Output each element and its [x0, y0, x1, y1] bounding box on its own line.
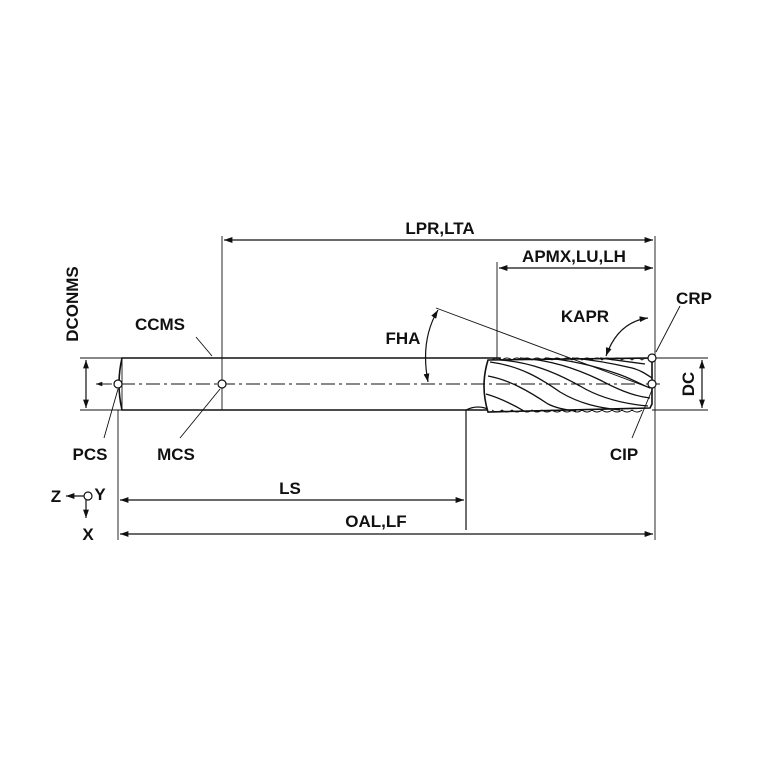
kapr-label: KAPR: [561, 307, 609, 326]
dimension-labels: LPR,LTA APMX,LU,LH DCONMS CCMS FHA KAPR …: [51, 219, 712, 544]
crp-point: [647, 353, 657, 363]
cip-point: [647, 379, 657, 389]
pcs-point: [113, 379, 123, 389]
axis-z-label: Z: [51, 487, 61, 506]
apmx-lu-lh-label: APMX,LU,LH: [522, 247, 626, 266]
axis-y-label: Y: [94, 485, 106, 504]
oal-lf-label: OAL,LF: [345, 512, 406, 531]
ccms-label: CCMS: [135, 315, 185, 334]
kapr-angle-indicator: [605, 316, 649, 357]
fha-label: FHA: [386, 329, 421, 348]
lpr-lta-label: LPR,LTA: [405, 219, 474, 238]
crp-label: CRP: [676, 289, 712, 308]
leader-lines: [103, 305, 681, 439]
cip-label: CIP: [610, 445, 638, 464]
dimension-lines: [83, 237, 705, 537]
dconms-label: DCONMS: [63, 266, 82, 342]
coordinate-axes: [66, 491, 93, 518]
origin-point: [83, 491, 93, 501]
axis-x-label: X: [82, 525, 94, 544]
dc-label: DC: [679, 372, 698, 397]
pcs-label: PCS: [73, 445, 108, 464]
shank-step: [465, 406, 491, 530]
mcs-label: MCS: [157, 445, 195, 464]
helical-flutes: [485, 357, 653, 413]
mcs-point: [217, 379, 227, 389]
fha-angle-indicator: [423, 307, 651, 389]
ls-label: LS: [279, 479, 301, 498]
